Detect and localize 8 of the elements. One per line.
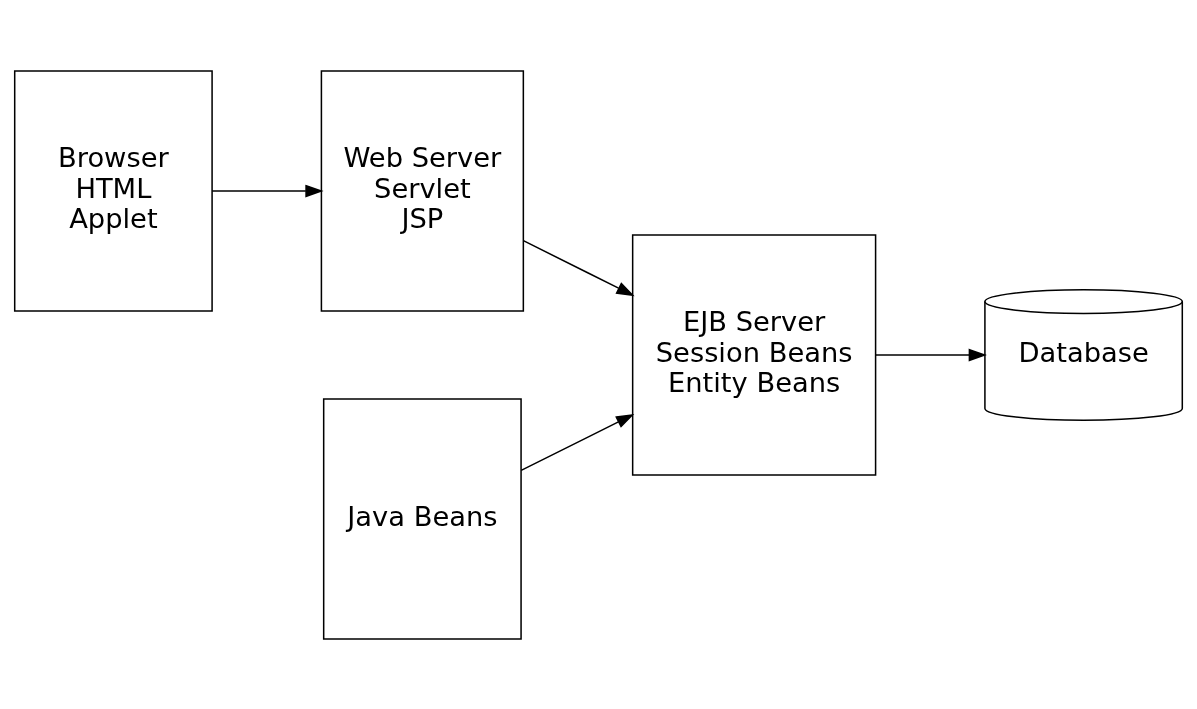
node-box: Browser HTML Applet [13, 69, 213, 312]
node-box: Web Server Servlet JSP [320, 69, 525, 312]
arrow [522, 239, 635, 296]
arrow [520, 413, 635, 471]
arrow [211, 184, 324, 197]
node-box: EJB Server Session Beans Entity Beans [631, 233, 877, 476]
arrow [875, 348, 987, 361]
node-box: Java Beans [322, 397, 522, 640]
